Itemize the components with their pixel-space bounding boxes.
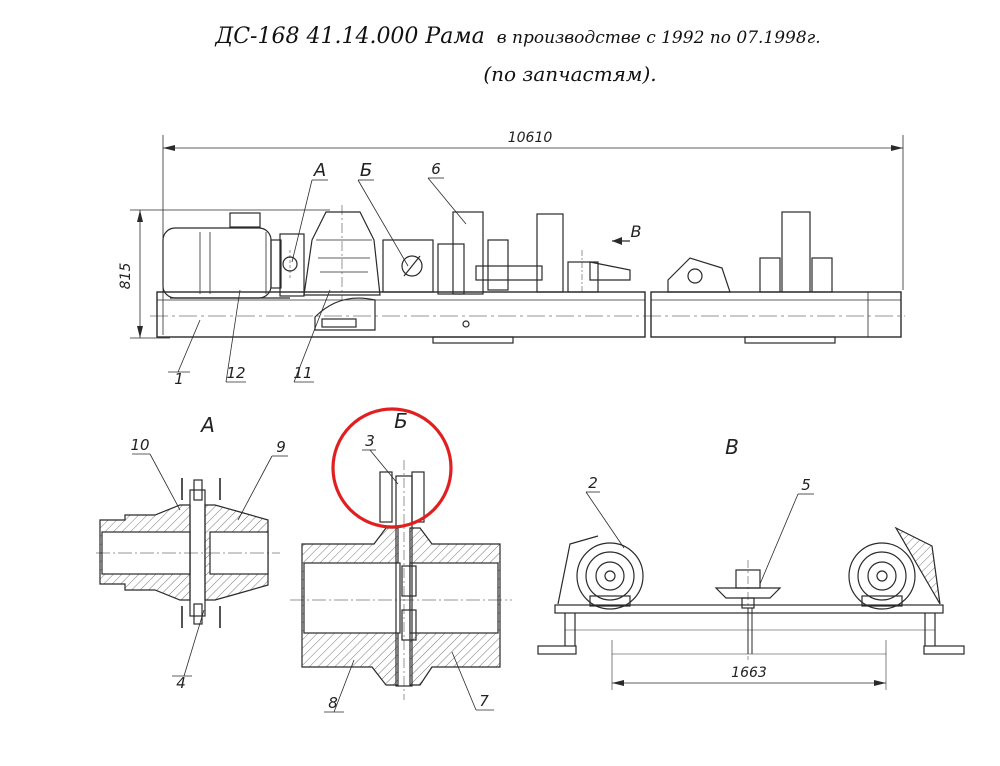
callout-4: 4 — [176, 674, 186, 692]
callout-3: 3 — [365, 432, 375, 450]
callout-6: 6 — [431, 160, 441, 178]
drawing-title: ДС-168 41.14.000 Рама в производстве с 19… — [18, 24, 1000, 49]
callout-11: 11 — [293, 364, 312, 382]
callout-12: 12 — [226, 364, 245, 382]
label-view-v-ref: В — [631, 222, 642, 241]
callout-2: 2 — [588, 474, 598, 492]
heading-view-v: В — [725, 435, 739, 459]
highlight-circle — [331, 407, 453, 529]
dim-overall-length: 10610 — [508, 130, 553, 146]
callout-7: 7 — [479, 692, 489, 710]
heading-detail-b: Б — [394, 409, 408, 433]
drawing-subtitle: (по запчастям). — [483, 62, 657, 86]
label-detail-a-ref: А — [313, 160, 326, 181]
drawing-title-main: ДС-168 41.14.000 Рама — [215, 24, 485, 49]
dim-overall-height: 815 — [118, 263, 134, 290]
callout-9: 9 — [276, 438, 286, 456]
dim-support-span: 1663 — [731, 665, 767, 681]
main-assembly-view — [130, 135, 905, 383]
heading-detail-a: А — [199, 413, 215, 437]
callout-1: 1 — [174, 370, 184, 388]
callout-10: 10 — [130, 436, 149, 454]
detail-b-coupling — [290, 449, 512, 713]
view-v-support — [537, 491, 965, 690]
detail-a-coupling — [96, 453, 288, 677]
callout-8: 8 — [328, 694, 338, 712]
label-detail-b-ref: Б — [360, 160, 372, 181]
callout-5: 5 — [801, 476, 811, 494]
drawing-title-period: в производстве с 1992 по 07.1998г. — [496, 28, 821, 48]
